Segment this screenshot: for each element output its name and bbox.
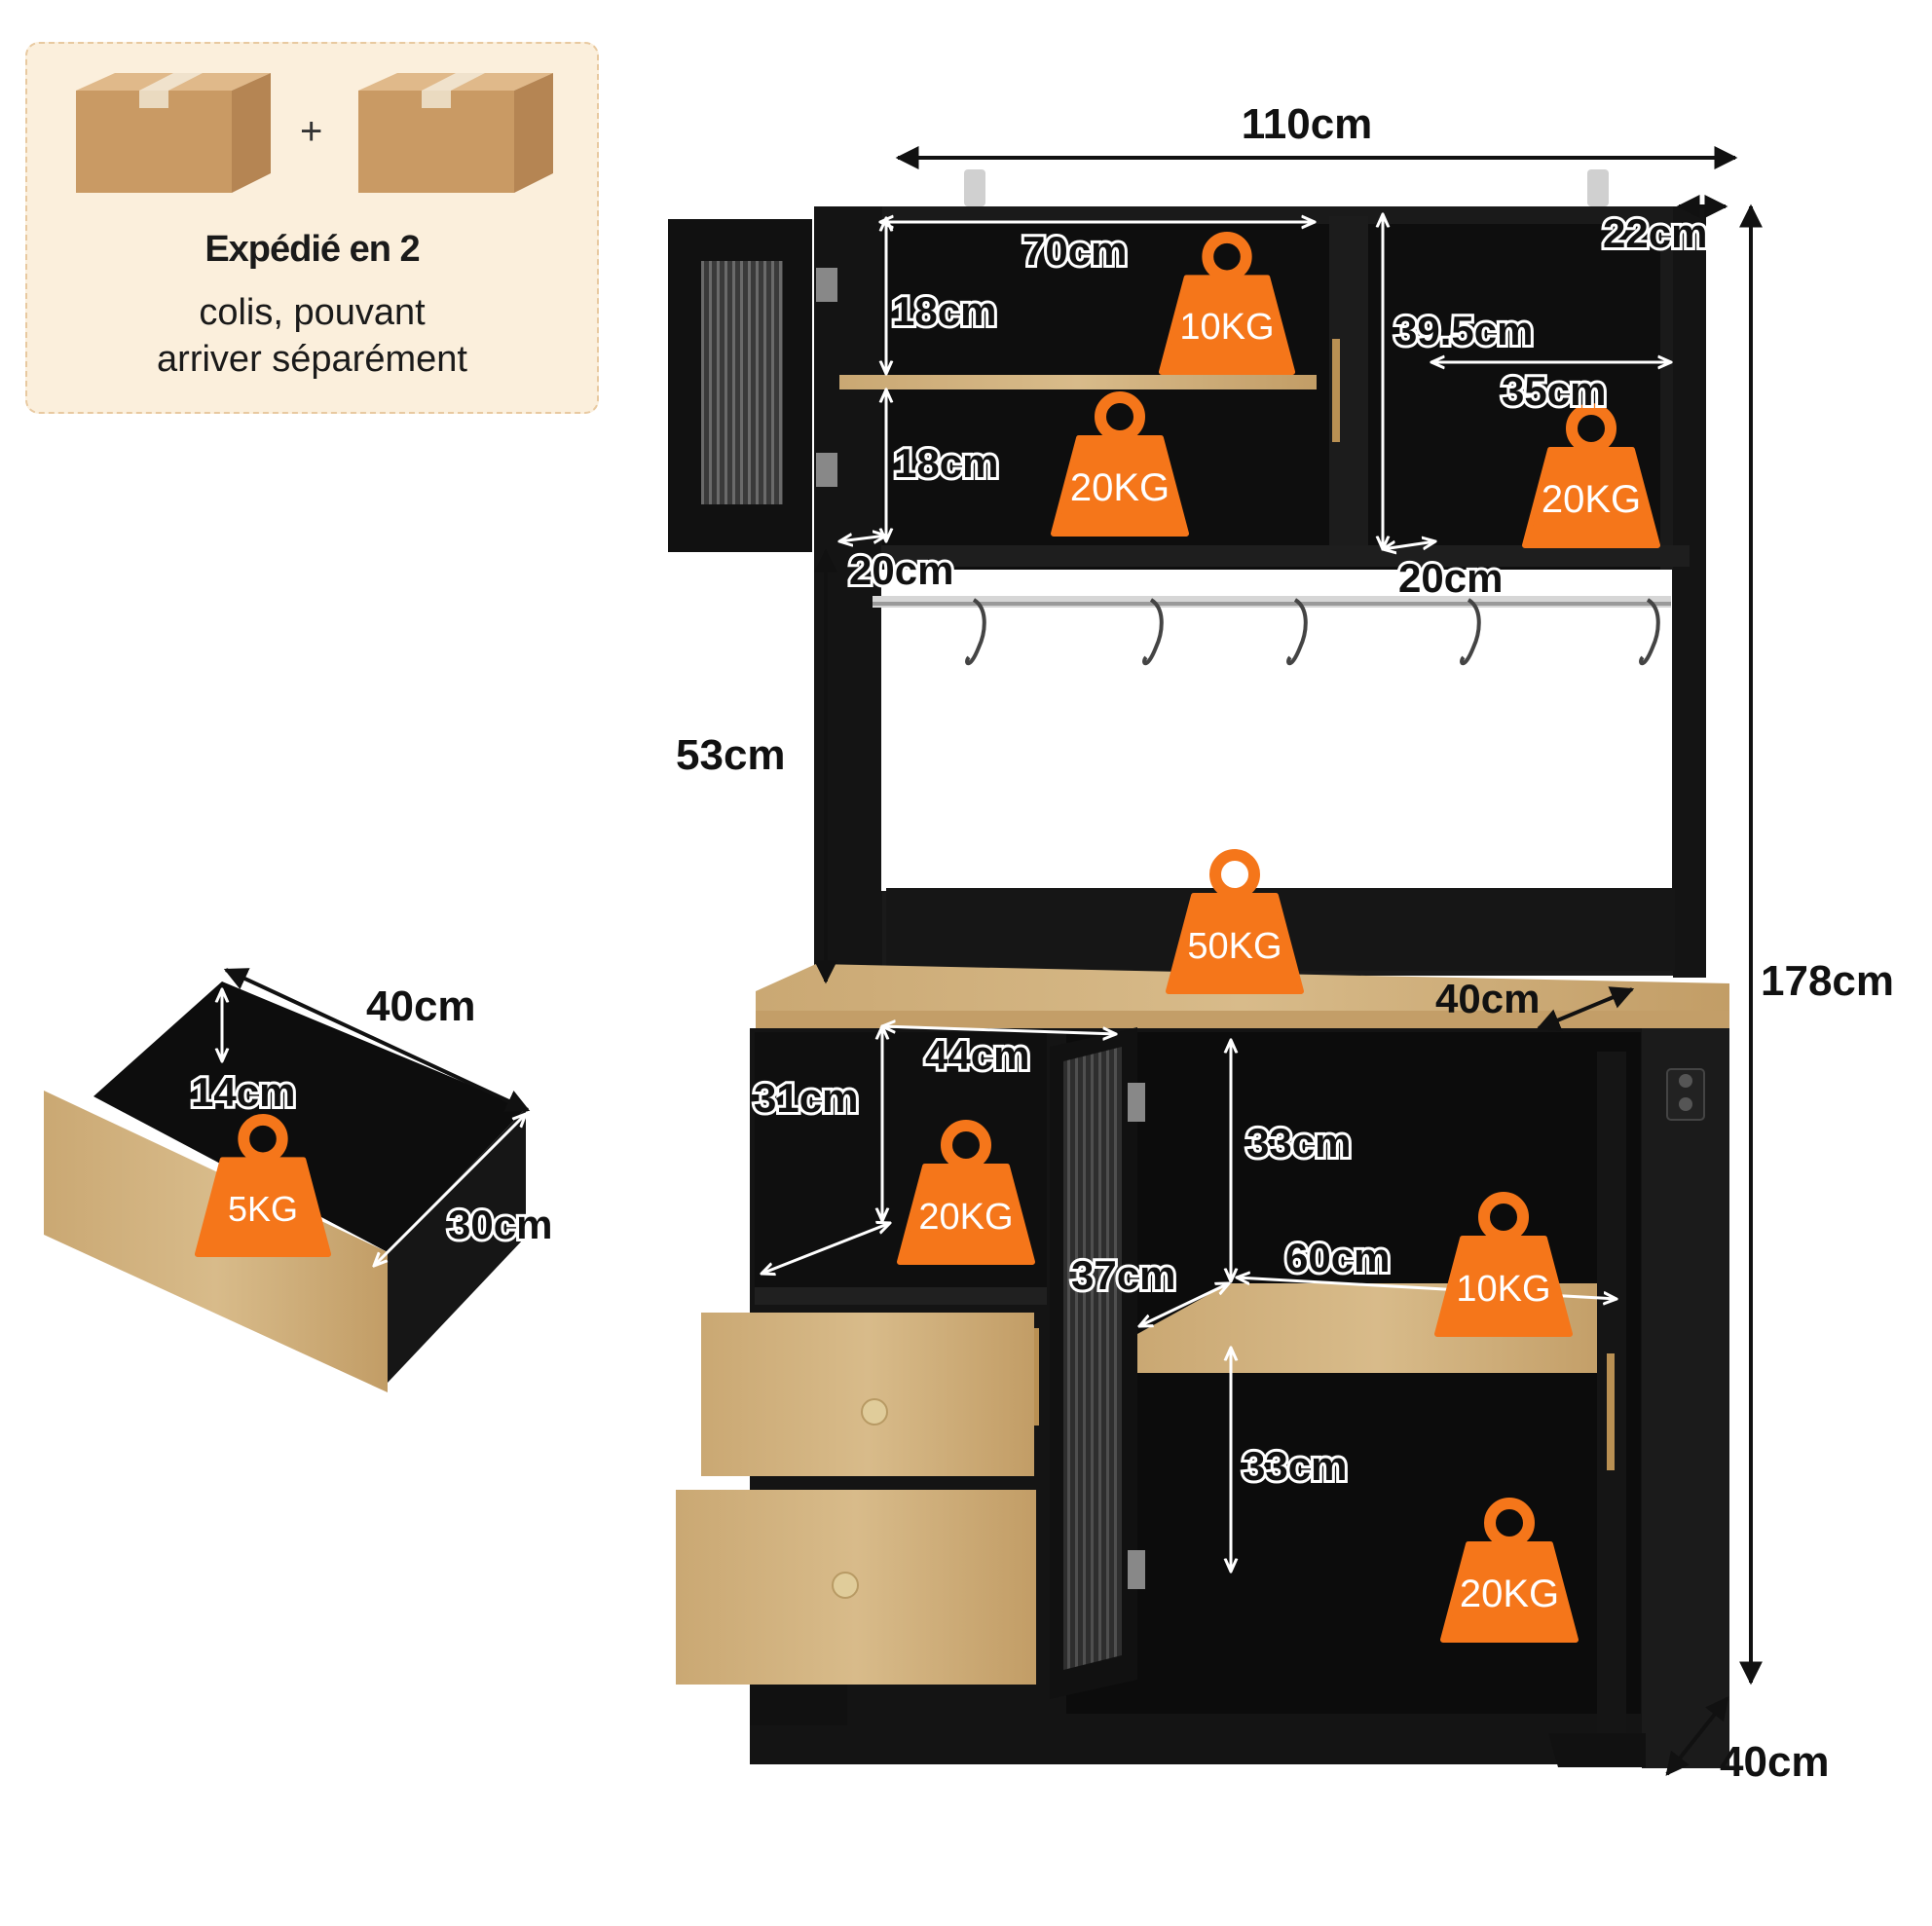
dim-total-height: 178cm [1761, 957, 1894, 1005]
dimension-lines [223, 146, 1763, 1776]
cardboard-box-icon [358, 73, 553, 193]
hook-icon [965, 598, 1660, 666]
wall-bracket-icon [964, 169, 1609, 206]
dim-lower-shelf-width: 60cm [1285, 1235, 1390, 1280]
drawer-front [701, 1313, 1034, 1476]
dim-top-right-width: 35cm [1502, 368, 1606, 414]
drawer-front [676, 1490, 1036, 1685]
dim-lower-right-h1: 33cm [1246, 1120, 1351, 1166]
dim-drawer-depth: 30cm [448, 1202, 552, 1247]
dim-top-right-height: 39.5cm [1394, 308, 1533, 353]
weight-badge: 50KG [1169, 855, 1301, 991]
weight-label: 10KG [1456, 1269, 1550, 1310]
dim-total-width: 110cm [1242, 100, 1373, 148]
shipping-line-1: colis, pouvant [199, 292, 426, 333]
weight-label: 5KG [228, 1189, 298, 1229]
cardboard-box-icon [76, 73, 271, 193]
weight-label: 20KG [1542, 478, 1641, 521]
shipping-info-box: + Expédié en 2 colis, pouvant arriver sé… [25, 42, 599, 414]
weight-label: 20KG [918, 1197, 1013, 1238]
dim-top-shelf-h1: 18cm [892, 288, 996, 334]
weight-badge: 10KG [1437, 1198, 1570, 1334]
weight-label: 20KG [1070, 466, 1170, 509]
weight-label: 10KG [1179, 307, 1274, 348]
dim-counter-depth: 40cm [1435, 976, 1540, 1021]
weight-badge: 20KG [900, 1126, 1032, 1262]
dim-drawer-width: 40cm [366, 982, 476, 1030]
dim-drawer-height: 14cm [191, 1069, 295, 1115]
cabinet-body [668, 169, 1729, 1768]
dim-top-depth-left: 20cm [849, 547, 953, 593]
dim-top-depth-right: 20cm [1398, 555, 1503, 601]
weight-badge: 10KG [1162, 238, 1292, 372]
inner-dimension-lines [222, 214, 1671, 1572]
dim-total-depth: 40cm [1720, 1738, 1830, 1786]
dim-top-depth: 22cm [1603, 210, 1707, 256]
dim-hutch-height: 53cm [676, 731, 786, 779]
shipping-line-2: arriver séparément [157, 339, 467, 380]
dim-lower-right-h2: 33cm [1243, 1443, 1347, 1489]
weight-label: 20KG [1460, 1573, 1559, 1615]
dim-lower-shelf-depth: 37cm [1071, 1252, 1175, 1298]
weight-badge: 20KG [1054, 397, 1186, 534]
dim-top-shelf-h2: 18cm [894, 440, 998, 486]
dim-top-left-width: 70cm [1022, 228, 1127, 274]
shipping-title: Expédié en 2 [204, 229, 420, 270]
dim-lower-left-height: 31cm [754, 1075, 858, 1121]
weight-label: 50KG [1187, 926, 1282, 967]
weight-badge: 20KG [1525, 409, 1657, 545]
weight-badge: 5KG [198, 1120, 328, 1254]
dim-lower-left-width: 44cm [925, 1032, 1029, 1078]
plus-sign: + [300, 110, 323, 153]
weight-badge: 20KG [1443, 1503, 1576, 1640]
